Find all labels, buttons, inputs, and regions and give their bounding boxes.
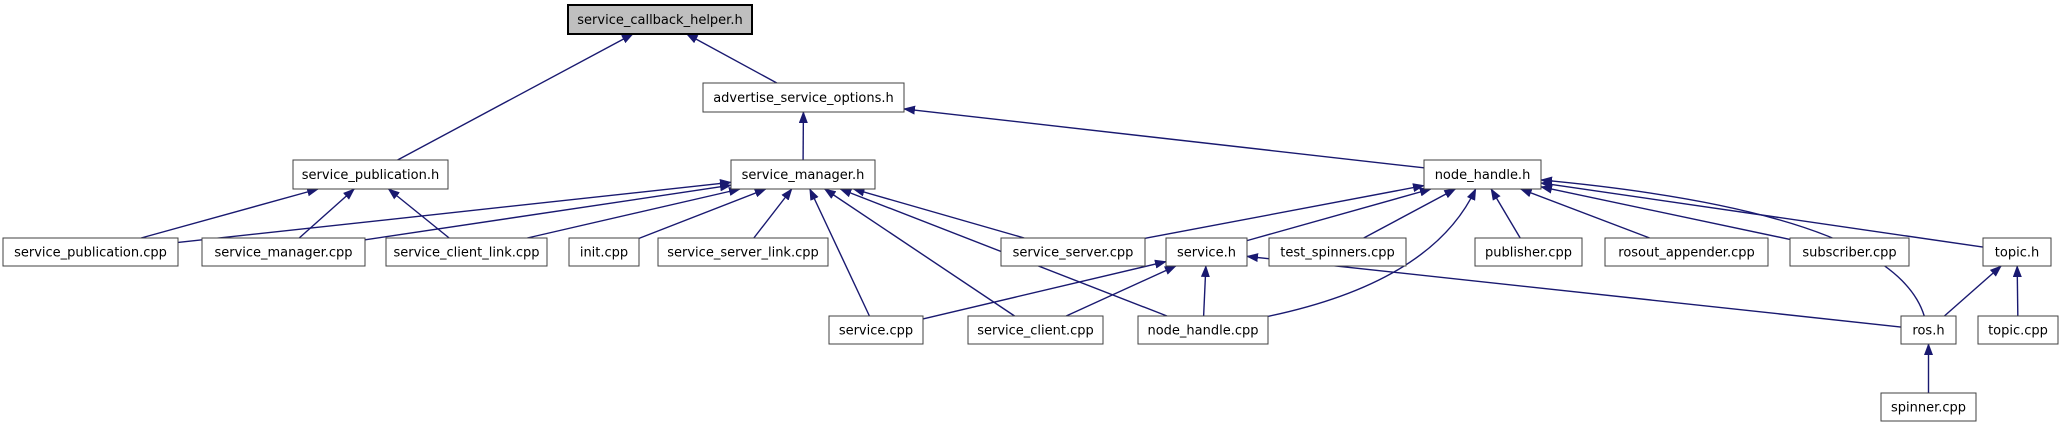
graph-node-init-cpp[interactable]: init.cpp <box>568 237 640 267</box>
node-label: service_server_link.cpp <box>667 246 819 261</box>
graph-node-rosout-appender-cpp[interactable]: rosout_appender.cpp <box>1604 237 1769 267</box>
graph-node-publisher-cpp[interactable]: publisher.cpp <box>1474 237 1583 267</box>
include-edge-scl_c-to-smgr_h <box>527 187 742 239</box>
node-box[interactable] <box>1474 237 1583 267</box>
node-box[interactable] <box>967 315 1104 345</box>
graph-node-service-server-cpp[interactable]: service_server.cpp <box>1000 237 1146 267</box>
graph-node-service-publication-h[interactable]: service_publication.h <box>292 159 449 190</box>
node-box[interactable] <box>1137 315 1269 345</box>
include-edge-sclient_c-to-smgr_h <box>823 188 1015 317</box>
graph-node-service-callback-helper-h: service_callback_helper.h <box>567 4 753 35</box>
node-box[interactable] <box>1000 237 1146 267</box>
node-box[interactable] <box>657 237 829 267</box>
node-box[interactable] <box>1880 392 1977 422</box>
include-edge-ssl_c-to-smgr_h <box>753 188 793 239</box>
node-box[interactable] <box>702 82 905 113</box>
node-label: service.h <box>1177 246 1236 261</box>
node-box[interactable] <box>201 237 366 267</box>
graph-node-service-server-link-cpp[interactable]: service_server_link.cpp <box>657 237 829 267</box>
include-edge-aso-to-scb <box>685 33 778 84</box>
node-label: init.cpp <box>580 246 628 261</box>
node-box[interactable] <box>1977 315 2059 345</box>
graph-node-service-manager-h[interactable]: service_manager.h <box>730 159 876 190</box>
include-edge-spub_h-to-scb <box>397 33 634 161</box>
graph-node-advertise-service-options-h[interactable]: advertise_service_options.h <box>702 82 905 113</box>
node-label: service_publication.h <box>302 168 439 183</box>
include-edge-ssrv_c-to-nh_h <box>1144 183 1425 240</box>
node-box[interactable] <box>568 237 640 267</box>
node-box[interactable] <box>1423 159 1542 190</box>
node-box[interactable] <box>2 237 179 267</box>
node-label: publisher.cpp <box>1485 246 1572 261</box>
graph-node-node-handle-h[interactable]: node_handle.h <box>1423 159 1542 190</box>
include-edge-init_c-to-smgr_h <box>638 188 767 240</box>
include-edge-svc_c-to-svc_h <box>922 259 1167 320</box>
node-label: advertise_service_options.h <box>713 91 894 106</box>
graph-node-test-spinners-cpp[interactable]: test_spinners.cpp <box>1268 237 1407 267</box>
include-edge-rap_c-to-nh_h <box>1519 188 1650 239</box>
node-box[interactable] <box>730 159 876 190</box>
node-label: service_server.cpp <box>1013 246 1134 261</box>
node-label: service_manager.cpp <box>214 246 352 261</box>
graph-node-topic-cpp[interactable]: topic.cpp <box>1977 315 2059 345</box>
include-edge-top_c-to-top_h <box>2012 265 2022 317</box>
include-edge-nh_c-to-svc_h <box>1200 265 1210 317</box>
include-edge-smgr_c-to-spub_h <box>298 188 355 239</box>
node-label: subscriber.cpp <box>1802 246 1896 261</box>
include-edge-svc_c-to-smgr_h <box>809 188 871 317</box>
node-label: service_client.cpp <box>977 324 1094 339</box>
node-label: test_spinners.cpp <box>1280 246 1394 261</box>
graph-node-service-cpp[interactable]: service.cpp <box>828 315 924 345</box>
node-label: topic.h <box>1995 246 2039 261</box>
include-edge-spub_c-to-smgr_h <box>177 179 732 244</box>
include-edge-ros_h-to-nh_h <box>1540 176 1925 317</box>
include-edge-ros_h-to-svc_h <box>1246 253 1902 328</box>
include-edge-scl_c-to-spub_h <box>387 188 450 239</box>
node-label: service_manager.h <box>742 168 865 183</box>
include-edge-svc_h-to-nh_h <box>1246 187 1432 242</box>
node-box[interactable] <box>292 159 449 190</box>
node-box[interactable] <box>1982 237 2052 267</box>
include-edge-nh_c-to-nh_h <box>1267 188 1477 318</box>
node-label: rosout_appender.cpp <box>1618 246 1754 261</box>
node-label: node_handle.h <box>1435 168 1531 183</box>
graph-node-subscriber-cpp[interactable]: subscriber.cpp <box>1789 237 1910 267</box>
include-edge-sub_c-to-nh_h <box>1540 184 1791 241</box>
node-label: spinner.cpp <box>1891 401 1966 416</box>
node-label: service_callback_helper.h <box>577 13 742 28</box>
graph-node-service-h[interactable]: service.h <box>1165 237 1248 267</box>
include-edge-tsp_c-to-nh_h <box>1363 188 1457 239</box>
graph-node-ros-h[interactable]: ros.h <box>1900 315 1957 345</box>
include-edge-smgr_c-to-smgr_h <box>364 182 732 241</box>
graph-node-service-client-link-cpp[interactable]: service_client_link.cpp <box>385 237 548 267</box>
include-edge-ssrv_c-to-smgr_h <box>852 187 1025 239</box>
node-box[interactable] <box>1165 237 1248 267</box>
node-box[interactable] <box>385 237 548 267</box>
node-box[interactable] <box>1604 237 1769 267</box>
graph-node-node-handle-cpp[interactable]: node_handle.cpp <box>1137 315 1269 345</box>
graph-node-topic-h[interactable]: topic.h <box>1982 237 2052 267</box>
graph-node-service-manager-cpp[interactable]: service_manager.cpp <box>201 237 366 267</box>
node-box[interactable] <box>1789 237 1910 267</box>
node-box[interactable] <box>1900 315 1957 345</box>
graph-node-service-publication-cpp[interactable]: service_publication.cpp <box>2 237 179 267</box>
include-edge-ros_h-to-top_h <box>1943 265 2002 317</box>
node-label: node_handle.cpp <box>1147 324 1258 339</box>
node-box[interactable] <box>828 315 924 345</box>
graph-node-service-client-cpp[interactable]: service_client.cpp <box>967 315 1104 345</box>
include-edge-sclient_c-to-svc_h <box>1065 265 1177 317</box>
node-label: ros.h <box>1912 324 1944 339</box>
include-edge-spub_c-to-spub_h <box>140 187 320 239</box>
graph-node-spinner-cpp[interactable]: spinner.cpp <box>1880 392 1977 422</box>
root-node-box <box>567 4 753 35</box>
include-edge-nh_h-to-aso <box>903 105 1425 169</box>
node-box[interactable] <box>1268 237 1407 267</box>
include-edge-pub_c-to-nh_h <box>1490 188 1521 239</box>
node-label: topic.cpp <box>1988 324 2048 339</box>
node-label: service_client_link.cpp <box>393 246 539 261</box>
node-label: service_publication.cpp <box>14 246 167 261</box>
node-label: service.cpp <box>839 324 913 339</box>
